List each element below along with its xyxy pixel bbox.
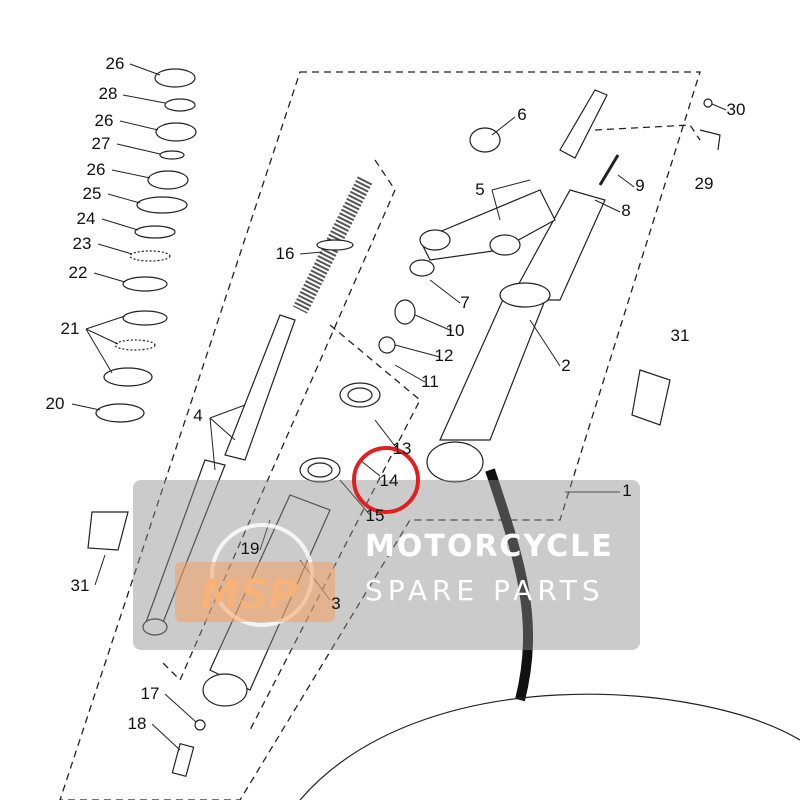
- callout-3: 3: [331, 594, 340, 613]
- callout-17: 17: [141, 684, 160, 703]
- callout-29: 29: [695, 174, 714, 193]
- callout-21: 21: [61, 319, 80, 338]
- callout-25: 25: [83, 184, 102, 203]
- callout-12: 12: [435, 346, 454, 365]
- part-shapes: [87, 68, 800, 800]
- msp-watermark: MSP MOTORCYCLE SPARE PARTS: [133, 480, 640, 650]
- msp-logo-text: MSP: [200, 572, 298, 618]
- watermark-line2: SPARE PARTS: [365, 574, 605, 607]
- callout-31: 31: [71, 576, 90, 595]
- callout-27: 27: [92, 134, 111, 153]
- callout-1: 1: [622, 481, 631, 500]
- outline-spring: [159, 159, 396, 682]
- outline-main: [59, 71, 701, 800]
- callout-7: 7: [460, 293, 469, 312]
- callout-30: 30: [727, 100, 746, 119]
- callout-23: 23: [73, 234, 92, 253]
- callout-16: 16: [276, 244, 295, 263]
- callout-15: 15: [366, 506, 385, 525]
- callout-26: 26: [106, 54, 125, 73]
- callout-14: 14: [380, 471, 399, 490]
- highlight-circle-part-14: [352, 446, 420, 514]
- callout-10: 10: [446, 321, 465, 340]
- callout-11: 11: [421, 372, 439, 391]
- callout-22: 22: [69, 263, 88, 282]
- watermark-line1: MOTORCYCLE: [365, 529, 614, 564]
- callout-18: 18: [128, 714, 147, 733]
- callout-20: 20: [46, 394, 65, 413]
- msp-logo-badge: [175, 562, 335, 622]
- callout-4: 4: [193, 406, 202, 425]
- callout-24: 24: [77, 209, 96, 228]
- callout-9: 9: [635, 176, 644, 195]
- callout-8: 8: [621, 201, 630, 220]
- callout-19: 19: [241, 539, 260, 558]
- callout-26: 26: [87, 160, 106, 179]
- callout-31: 31: [671, 326, 690, 345]
- outline-bracket: [594, 124, 701, 141]
- callout-5: 5: [475, 180, 484, 199]
- callout-28: 28: [99, 84, 118, 103]
- callout-6: 6: [517, 105, 526, 124]
- callout-2: 2: [561, 356, 570, 375]
- callout-26: 26: [95, 111, 114, 130]
- callout-13: 13: [393, 439, 412, 458]
